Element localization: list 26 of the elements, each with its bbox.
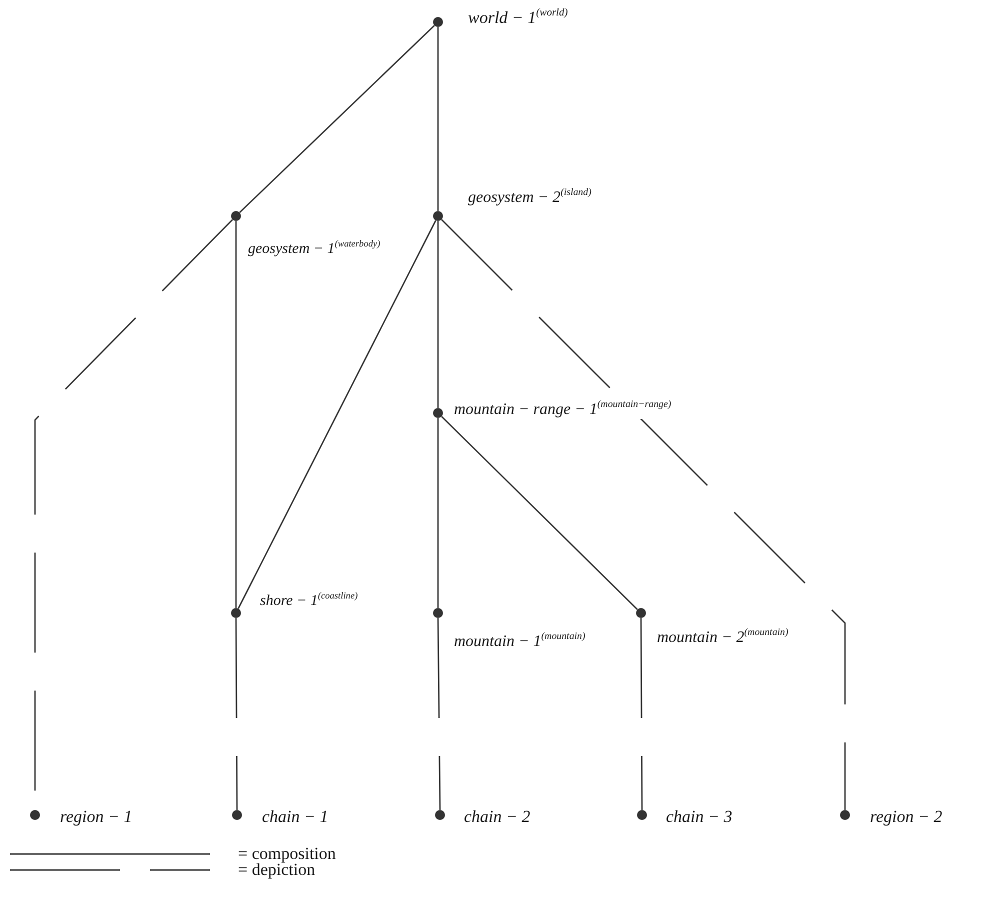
node-label: geosystem − 2$^{(island)}$ [466, 188, 594, 208]
depiction-line [437, 618, 441, 810]
node-dot [231, 211, 241, 221]
depiction-line [640, 618, 643, 810]
node-label: mountain − range − 1$^{(mountain−range)}$ [452, 400, 674, 420]
composition-line [437, 27, 439, 211]
node-dot [433, 17, 443, 27]
node-dot [231, 608, 241, 618]
composition-line [437, 221, 439, 408]
composition-line [238, 220, 436, 609]
node-dot [433, 608, 443, 618]
node-dot [30, 810, 40, 820]
composition-line [437, 418, 439, 608]
composition-line [235, 221, 237, 608]
node-dot [840, 810, 850, 820]
node-dot [637, 810, 647, 820]
legend-text: = composition [238, 845, 336, 862]
node-dot [435, 810, 445, 820]
node-label: geosystem − 1$^{(waterbody)}$ [246, 240, 382, 258]
node-dot [232, 810, 242, 820]
depiction-line [235, 618, 238, 810]
node-dot [433, 211, 443, 221]
node-dot [433, 408, 443, 418]
node-dot [636, 608, 646, 618]
composition-line [239, 25, 435, 213]
composition-line [441, 416, 638, 610]
